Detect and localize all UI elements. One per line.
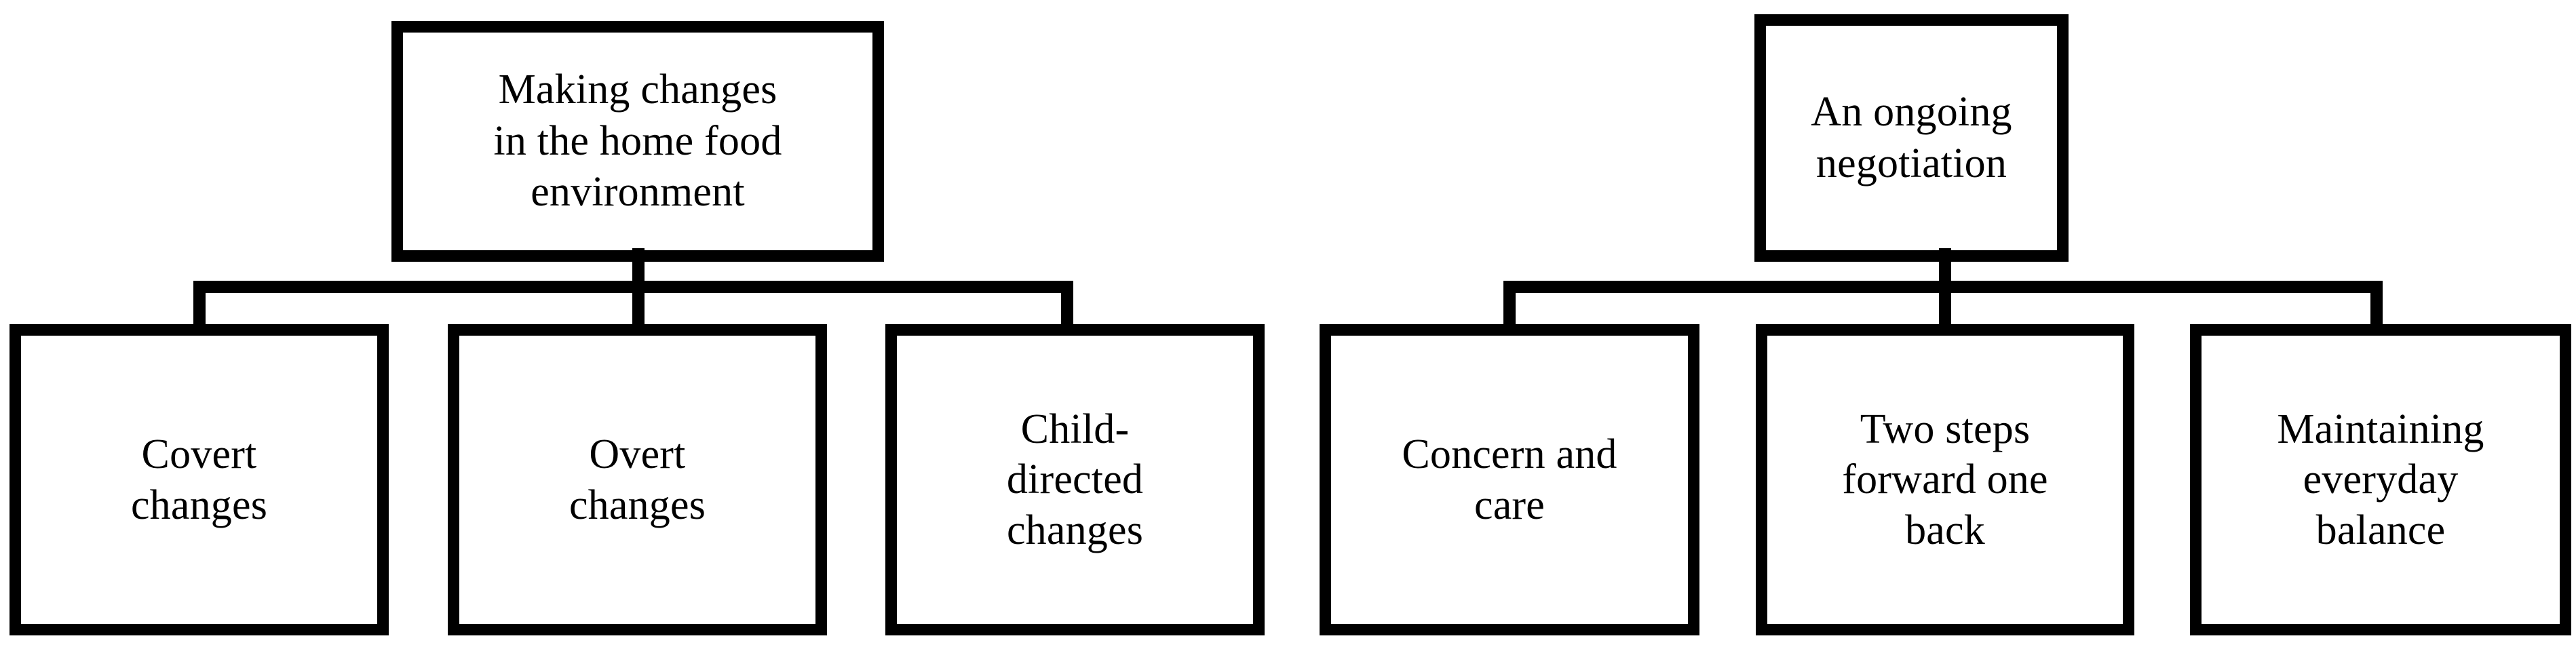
node-label: Two steps forward one back — [1842, 406, 2048, 553]
connector-drop-two-steps-forward-one-back — [1939, 281, 1951, 328]
node-label: Overt changes — [569, 431, 706, 528]
connector-drop-maintaining-everyday-balance — [2370, 281, 2383, 328]
node-covert-changes[interactable]: Covert changes — [9, 324, 389, 635]
node-child-directed-changes[interactable]: Child- directed changes — [885, 324, 1265, 635]
node-maintaining-everyday-balance[interactable]: Maintaining everyday balance — [2190, 324, 2571, 635]
node-label: Making changes in the home food environm… — [493, 66, 782, 216]
node-label: An ongoing negotiation — [1811, 88, 2012, 186]
connector-drop-concern-and-care — [1503, 281, 1516, 328]
node-label: Covert changes — [130, 431, 268, 528]
node-concern-and-care[interactable]: Concern and care — [1320, 324, 1699, 635]
node-label: Concern and care — [1402, 431, 1617, 528]
connector-drop-covert-changes — [193, 281, 206, 328]
node-label: Maintaining everyday balance — [2277, 406, 2484, 553]
node-making-changes-home-food-environment[interactable]: Making changes in the home food environm… — [391, 21, 884, 262]
node-overt-changes[interactable]: Overt changes — [448, 324, 827, 635]
connector-drop-overt-changes — [632, 281, 645, 328]
node-an-ongoing-negotiation[interactable]: An ongoing negotiation — [1754, 14, 2069, 262]
node-label: Child- directed changes — [1006, 406, 1144, 553]
node-two-steps-forward-one-back[interactable]: Two steps forward one back — [1756, 324, 2134, 635]
connector-drop-child-directed-changes — [1061, 281, 1073, 328]
